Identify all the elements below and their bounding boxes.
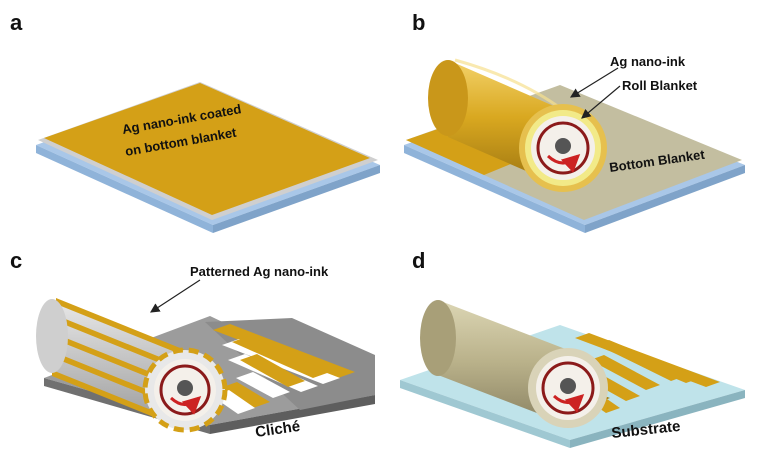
substrate-front-edge	[400, 380, 570, 448]
roll-core-ring	[536, 121, 590, 175]
roll-blanket-callout-arrow	[581, 85, 621, 119]
cliche-side-edge	[210, 395, 375, 434]
base-front-edge	[404, 145, 585, 233]
ag-ink-callout-arrow	[569, 67, 619, 98]
ag-ink-coating	[44, 83, 370, 215]
panel-d: d Substrate	[400, 248, 745, 448]
panel-b-letter: b	[412, 10, 425, 35]
rotation-arrow-icon	[546, 153, 581, 173]
panel-b: b Ag nano-ink Roll Blanket Bottom Blanke…	[404, 10, 745, 233]
panel-c: c	[10, 248, 375, 441]
panel-c-callout-pattern: Patterned Ag nano-ink	[190, 264, 329, 279]
roll-axle	[555, 138, 571, 154]
substrate-side-edge	[570, 390, 745, 448]
blanket-base-side-edge	[213, 165, 380, 233]
panel-b-callout-ink: Ag nano-ink	[610, 54, 686, 69]
panel-b-callout-roll: Roll Blanket	[622, 78, 698, 93]
rotation-arrow-icon	[169, 395, 202, 415]
panel-c-letter: c	[10, 248, 22, 273]
patterned-ink-callout-arrow	[149, 279, 201, 313]
panel-d-letter: d	[412, 248, 425, 273]
base-side-edge	[585, 165, 745, 233]
roll-axle	[560, 378, 576, 394]
rotation-arrow-icon	[552, 393, 585, 413]
panel-c-label-cliche: Cliché	[254, 418, 301, 441]
panel-a: a Ag nano-ink coated on bottom blanket	[10, 10, 380, 233]
blanket-base-front-edge	[36, 145, 213, 233]
cliche-ink-pattern	[212, 324, 355, 414]
roll-axle	[177, 380, 193, 396]
panel-a-letter: a	[10, 10, 23, 35]
roll-core-ring	[541, 361, 595, 415]
